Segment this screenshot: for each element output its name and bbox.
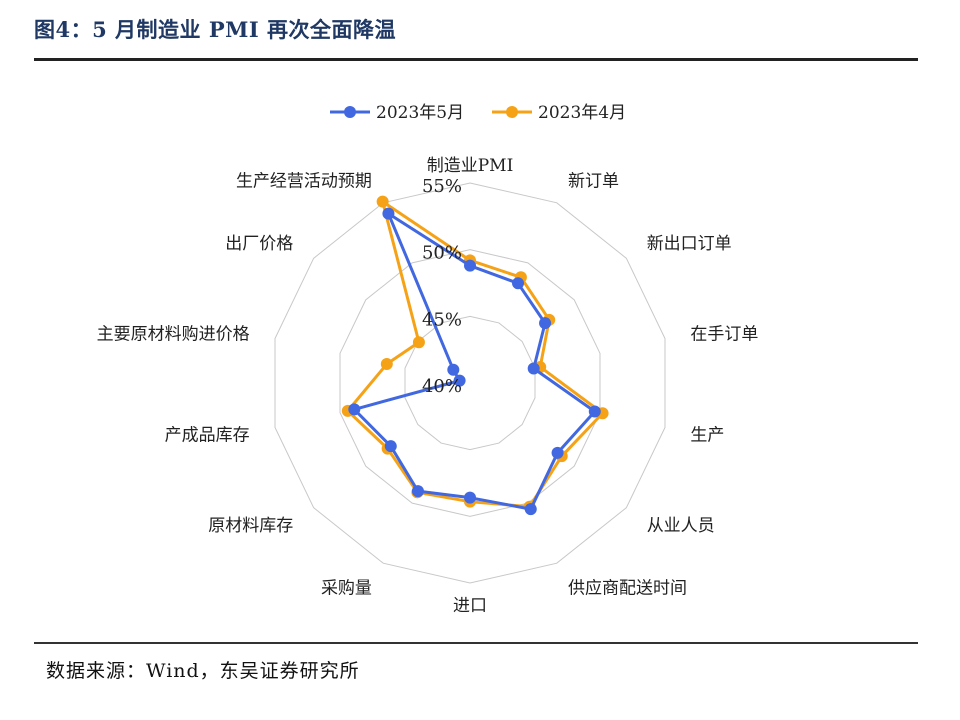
legend-marker-1: [506, 106, 518, 118]
axis-label-6: 供应商配送时间: [568, 579, 687, 599]
series-1-point-13: [376, 195, 389, 208]
axis-label-11: 主要原材料购进价格: [97, 325, 250, 345]
grid-ring-2: [339, 249, 601, 517]
bottom-rule: [34, 642, 918, 644]
figure-title: 图4：5 月制造业 PMI 再次全面降温: [34, 17, 397, 42]
axis-label-13: 生产经营活动预期: [236, 171, 372, 191]
axis-label-8: 采购量: [321, 579, 372, 599]
series-0-point-9: [384, 440, 397, 453]
grid-ring-1: [404, 315, 536, 451]
series-0-point-1: [512, 277, 525, 290]
axis-label-0: 制造业PMI: [427, 156, 514, 176]
series-0-point-0: [464, 259, 476, 272]
radar-grid: [274, 182, 666, 584]
legend-marker-0: [344, 106, 356, 118]
grid-ring-3: [274, 182, 666, 584]
legend: 2023年5月 2023年4月: [330, 103, 626, 123]
series-0-point-7: [464, 491, 476, 504]
series-0-point-4: [588, 405, 601, 418]
radar-series: [341, 195, 609, 516]
axis-label-10: 产成品库存: [165, 425, 250, 445]
source-note: 数据来源：Wind，东吴证券研究所: [46, 660, 360, 682]
legend-label-0: 2023年5月: [376, 103, 464, 123]
series-0-point-13: [382, 207, 395, 220]
axis-label-4: 生产: [690, 425, 724, 445]
axis-label-3: 在手订单: [690, 325, 758, 345]
radial-tick-label-0: 40%: [422, 376, 462, 397]
series-1-point-12: [412, 336, 425, 349]
axis-label-9: 原材料库存: [208, 516, 293, 536]
axis-label-12: 出厂价格: [225, 234, 293, 254]
axis-label-7: 进口: [453, 596, 487, 616]
axis-label-2: 新出口订单: [647, 234, 732, 254]
series-0-point-11: [453, 374, 466, 387]
axis-label-1: 新订单: [568, 171, 619, 191]
radial-tick-label-3: 55%: [422, 176, 462, 197]
radial-tick-label-1: 45%: [422, 309, 462, 330]
legend-label-1: 2023年4月: [538, 103, 626, 123]
radial-tick-label-2: 50%: [422, 243, 462, 264]
axis-label-5: 从业人员: [647, 516, 715, 536]
series-0-point-8: [411, 485, 424, 498]
series-1-point-11: [380, 358, 393, 371]
series-0-point-6: [524, 503, 537, 516]
series-0-point-10: [348, 403, 361, 416]
series-0-point-5: [551, 446, 564, 459]
series-0-point-12: [447, 363, 460, 376]
series-0-point-3: [527, 362, 540, 375]
radial-tick-labels: 40% 45% 50% 55%: [422, 176, 462, 397]
top-rule: [34, 58, 918, 61]
series-0-point-2: [539, 317, 552, 330]
